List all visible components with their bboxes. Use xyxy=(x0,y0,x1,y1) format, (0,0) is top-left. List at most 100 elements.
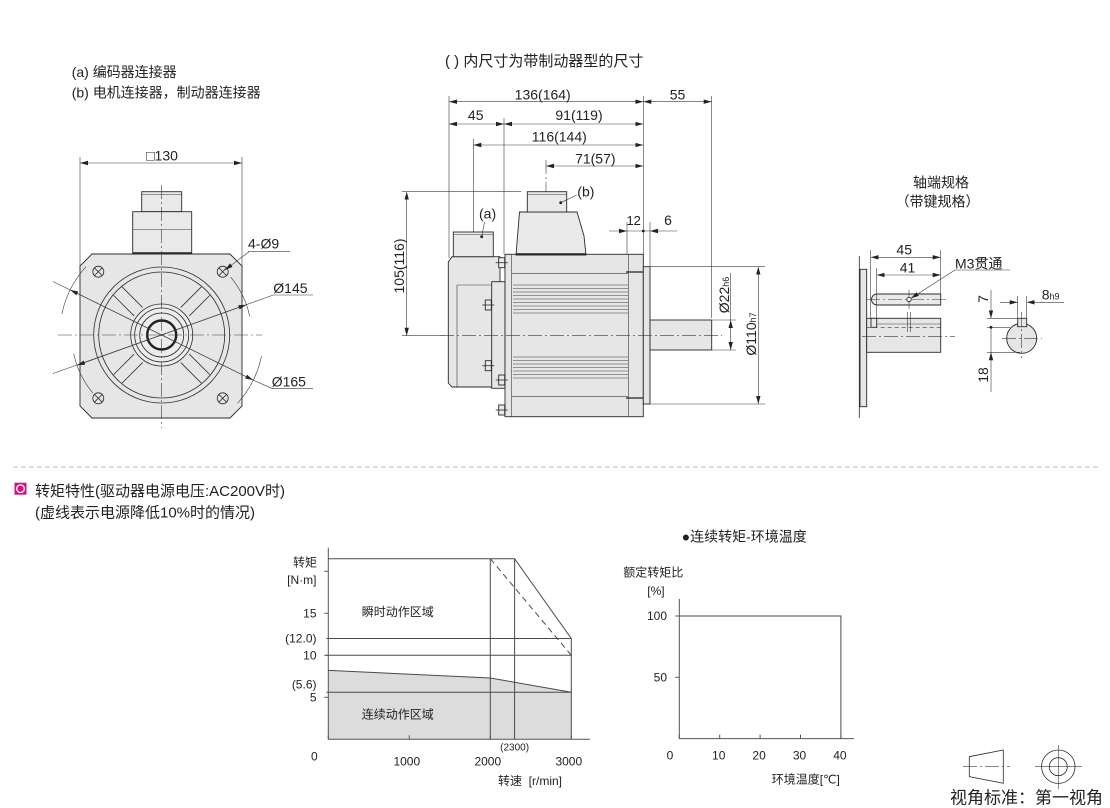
mount-hole-leader xyxy=(224,251,250,271)
x-tick-label: 40 xyxy=(833,749,847,763)
dim-spigot-length: 6 xyxy=(664,212,672,228)
encoder-connector xyxy=(452,231,494,258)
drawing-stroke xyxy=(70,289,254,381)
key-cross-section xyxy=(1017,317,1028,328)
drawing-stroke xyxy=(92,392,105,405)
outer-diameter-arc xyxy=(237,356,262,404)
section-subtitle: (虚线表示电源降低10%时的情况) xyxy=(35,504,255,521)
motor-connector-housing xyxy=(515,211,587,256)
bolt-head xyxy=(495,257,508,269)
y-axis-unit: [N·m] xyxy=(287,573,316,587)
section-title: 转矩特性(驱动器电源电压:AC200V时) xyxy=(35,483,285,500)
tap-leader xyxy=(910,269,956,299)
y-annotation-label: (12.0) xyxy=(285,632,316,646)
region-label-instantaneous: 瞬时动作区域 xyxy=(362,605,434,619)
drawing-stroke xyxy=(94,267,103,276)
mount-hole xyxy=(92,392,105,405)
mount-hole xyxy=(92,265,105,278)
drawing-stroke xyxy=(113,353,143,384)
drawing-stroke xyxy=(188,353,211,375)
y-tick-label: 15 xyxy=(303,606,317,620)
drawing-stroke xyxy=(180,353,211,384)
shaft-side xyxy=(866,317,942,353)
series-line-0 xyxy=(328,558,572,740)
drawing-stroke xyxy=(92,265,105,278)
series-line-2 xyxy=(489,558,572,656)
drawing-stroke xyxy=(216,392,229,405)
drawing-stroke xyxy=(989,325,993,329)
projection-frustum-icon xyxy=(968,749,1004,784)
drawing-stroke xyxy=(180,286,211,317)
dim-41: 41 xyxy=(900,260,916,276)
output-shaft xyxy=(649,319,713,351)
x-tick-label: 3000 xyxy=(555,754,582,768)
x-tick-label: 10 xyxy=(712,749,726,763)
drawing-stroke xyxy=(188,295,211,317)
dim-key-width: 8h9 xyxy=(1042,286,1060,302)
dim-45: 45 xyxy=(896,241,912,257)
section-bullet-circle xyxy=(16,484,25,494)
series-fill-area xyxy=(328,670,572,740)
drawing-stroke xyxy=(481,221,485,237)
encoder-adapter xyxy=(491,281,506,389)
dim-18: 18 xyxy=(975,367,991,383)
cooling-fins xyxy=(513,284,628,379)
dim-flange-thickness: 12 xyxy=(626,213,640,228)
drawing-stroke xyxy=(94,394,103,403)
note-connector-b: (b) 电机连接器，制动器连接器 xyxy=(72,85,261,101)
pcd-arc xyxy=(73,353,94,394)
drawing-stroke xyxy=(180,286,202,308)
x-tick-label: 1000 xyxy=(393,754,420,768)
drawing-stroke xyxy=(180,362,202,384)
dim-key-height: 7 xyxy=(975,295,991,303)
drawing-stroke: h6 xyxy=(721,277,731,287)
dim-spigot-diameter: Ø110h7 xyxy=(743,312,759,355)
drawing-stroke: 8 xyxy=(1042,286,1050,302)
dim-overall-length: 136(164) xyxy=(515,86,571,102)
mount-hole xyxy=(216,392,229,405)
drawing-stroke: h9 xyxy=(1049,291,1059,301)
dim-body-length: 91(119) xyxy=(555,107,602,123)
flange-edge xyxy=(859,268,868,408)
y-axis-title: 额定转矩比 xyxy=(623,565,683,580)
dim-pcd: Ø145 xyxy=(273,280,307,296)
bolt-head xyxy=(482,299,495,311)
drawing-stroke xyxy=(560,194,577,203)
drawing-stroke: h7 xyxy=(748,312,758,322)
x-tick-label: 0 xyxy=(311,749,318,763)
connector-housing xyxy=(132,211,193,255)
dim-outer-diameter: Ø165 xyxy=(272,374,306,390)
x-tick-label: 20 xyxy=(752,749,766,763)
drawing-stroke xyxy=(113,295,135,317)
shaft-end-subtitle: （带键规格） xyxy=(896,194,980,210)
drawing-stroke xyxy=(641,229,645,233)
y-tick-label: 50 xyxy=(654,670,668,684)
drawing-stroke: Ø22 xyxy=(716,287,732,314)
dim-connector-a-position: 116(144) xyxy=(532,129,587,145)
projection-symbol: 视角标准：第一视角 xyxy=(950,745,1103,807)
mounting-flange xyxy=(642,266,651,405)
front-view: □130 Ø14 xyxy=(52,148,313,428)
dim-shaft-length: 55 xyxy=(670,86,686,102)
bolt-head xyxy=(482,360,495,372)
section-header: 转矩特性(驱动器电源电压:AC200V时) (虚线表示电源降低10%时的情况) xyxy=(14,482,285,521)
side-view: 136(164) 55 45 91(119) 116(144) 71(57) 1… xyxy=(391,86,765,418)
bolt-head xyxy=(495,404,508,416)
x-annotation-label: (2300) xyxy=(500,742,529,753)
drawing-stroke: Ø110 xyxy=(743,322,759,355)
dim-flange-size: □130 xyxy=(146,148,178,164)
dim-encoder-length: 45 xyxy=(468,107,484,123)
drawing-stroke xyxy=(121,286,143,308)
y-tick-label: 10 xyxy=(303,648,317,662)
drawing-stroke xyxy=(216,265,229,278)
x-tick-label: 0 xyxy=(667,749,674,763)
note-connector-a: (a) 编码器连接器 xyxy=(72,64,177,80)
y-axis-unit: [%] xyxy=(647,584,664,598)
drawing-stroke xyxy=(246,294,274,305)
drawing-stroke xyxy=(253,379,272,389)
bolt-head xyxy=(495,374,508,386)
